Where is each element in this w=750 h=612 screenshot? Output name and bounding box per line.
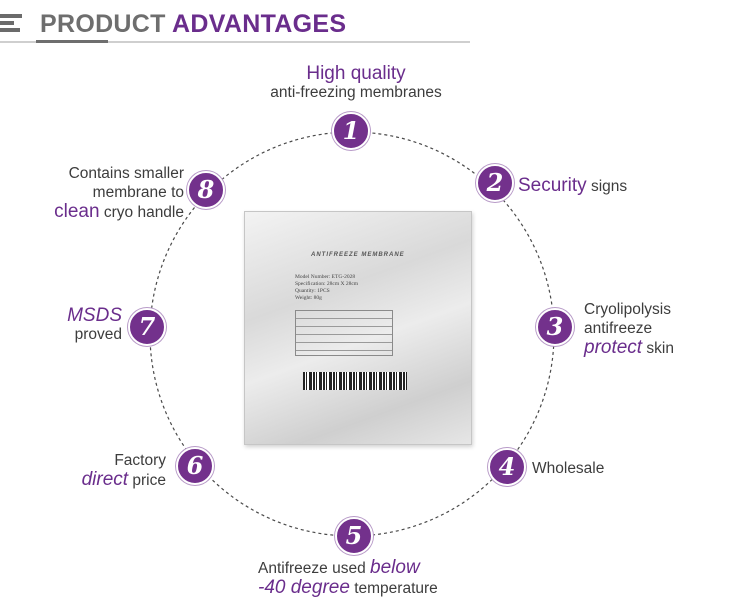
advantage-3-line2: antifreeze	[584, 320, 653, 337]
pouch-spec-line: Weight: 80g	[295, 295, 322, 301]
pouch-title: ANTIFREEZE MEMBRANE	[311, 252, 405, 258]
advantage-7-line2: proved	[74, 326, 122, 343]
antifreeze-membrane-pouch-image: ANTIFREEZE MEMBRANE Model Number: ETG-20…	[244, 211, 472, 445]
advantage-8-accent: clean	[54, 201, 100, 222]
advantage-3-rest: skin	[646, 340, 674, 357]
advantage-8-label: Contains smaller membrane to clean cryo …	[20, 164, 184, 222]
barcode	[303, 372, 407, 390]
title-underline	[0, 40, 470, 43]
advantage-3-line1: Cryolipolysis	[584, 301, 671, 318]
advantage-2-label: Security signs	[518, 176, 627, 196]
number-badge-7: 7	[128, 308, 166, 346]
advantage-1-accent: High quality	[306, 63, 406, 84]
page-title-part2: ADVANTAGES	[172, 10, 347, 38]
advantage-5-accent2: -40 degree	[258, 577, 350, 598]
page-title: PRODUCT ADVANTAGES	[40, 10, 346, 39]
number-badge-6: 6	[176, 447, 214, 485]
pouch-specs: Model Number: ETG-2028 Specification: 28…	[295, 274, 358, 302]
advantage-1-label: High quality anti-freezing membranes	[236, 64, 476, 102]
number-badge-8: 8	[187, 171, 225, 209]
advantage-8-line2: membrane to	[92, 184, 184, 201]
advantage-8-rest: cryo handle	[103, 204, 184, 221]
advantage-2-accent: Security	[518, 175, 587, 196]
advantage-5-pre: Antifreeze used	[258, 560, 366, 577]
pouch-spec-line: Model Number: ETG-2028	[295, 274, 356, 280]
number-badge-3: 3	[536, 308, 574, 346]
page-title-part1: PRODUCT	[40, 10, 166, 38]
advantage-7-accent: MSDS	[67, 305, 122, 326]
advantage-4-label: Wholesale	[532, 460, 605, 477]
advantage-6-line1: Factory	[114, 452, 166, 469]
advantage-6-label: Factory direct price	[40, 451, 166, 490]
advantage-1-line2: anti-freezing membranes	[270, 84, 442, 101]
advantage-6-accent: direct	[81, 469, 129, 490]
advantage-7-label: MSDS proved	[30, 306, 122, 344]
number-badge-4: 4	[488, 448, 526, 486]
advantage-5-accent1: below	[370, 557, 420, 578]
advantage-5-label: Antifreeze used below -40 degree tempera…	[258, 558, 438, 598]
number-badge-1: 1	[332, 112, 370, 150]
advantage-5-rest: temperature	[354, 580, 438, 597]
advantage-8-line1: Contains smaller	[68, 165, 184, 182]
advantage-2-rest: signs	[590, 178, 628, 195]
number-badge-2: 2	[476, 164, 514, 202]
header-stripes-decoration	[0, 14, 22, 40]
pouch-table	[295, 310, 393, 356]
advantage-3-accent: protect	[584, 337, 643, 358]
advantage-3-label: Cryolipolysis antifreeze protect skin	[584, 300, 674, 358]
pouch-spec-line: Quantity: 1PCS	[295, 288, 330, 294]
advantage-6-rest: price	[132, 472, 166, 489]
number-badge-5: 5	[335, 517, 373, 555]
pouch-spec-line: Specification: 28cm X 28cm	[295, 281, 359, 287]
